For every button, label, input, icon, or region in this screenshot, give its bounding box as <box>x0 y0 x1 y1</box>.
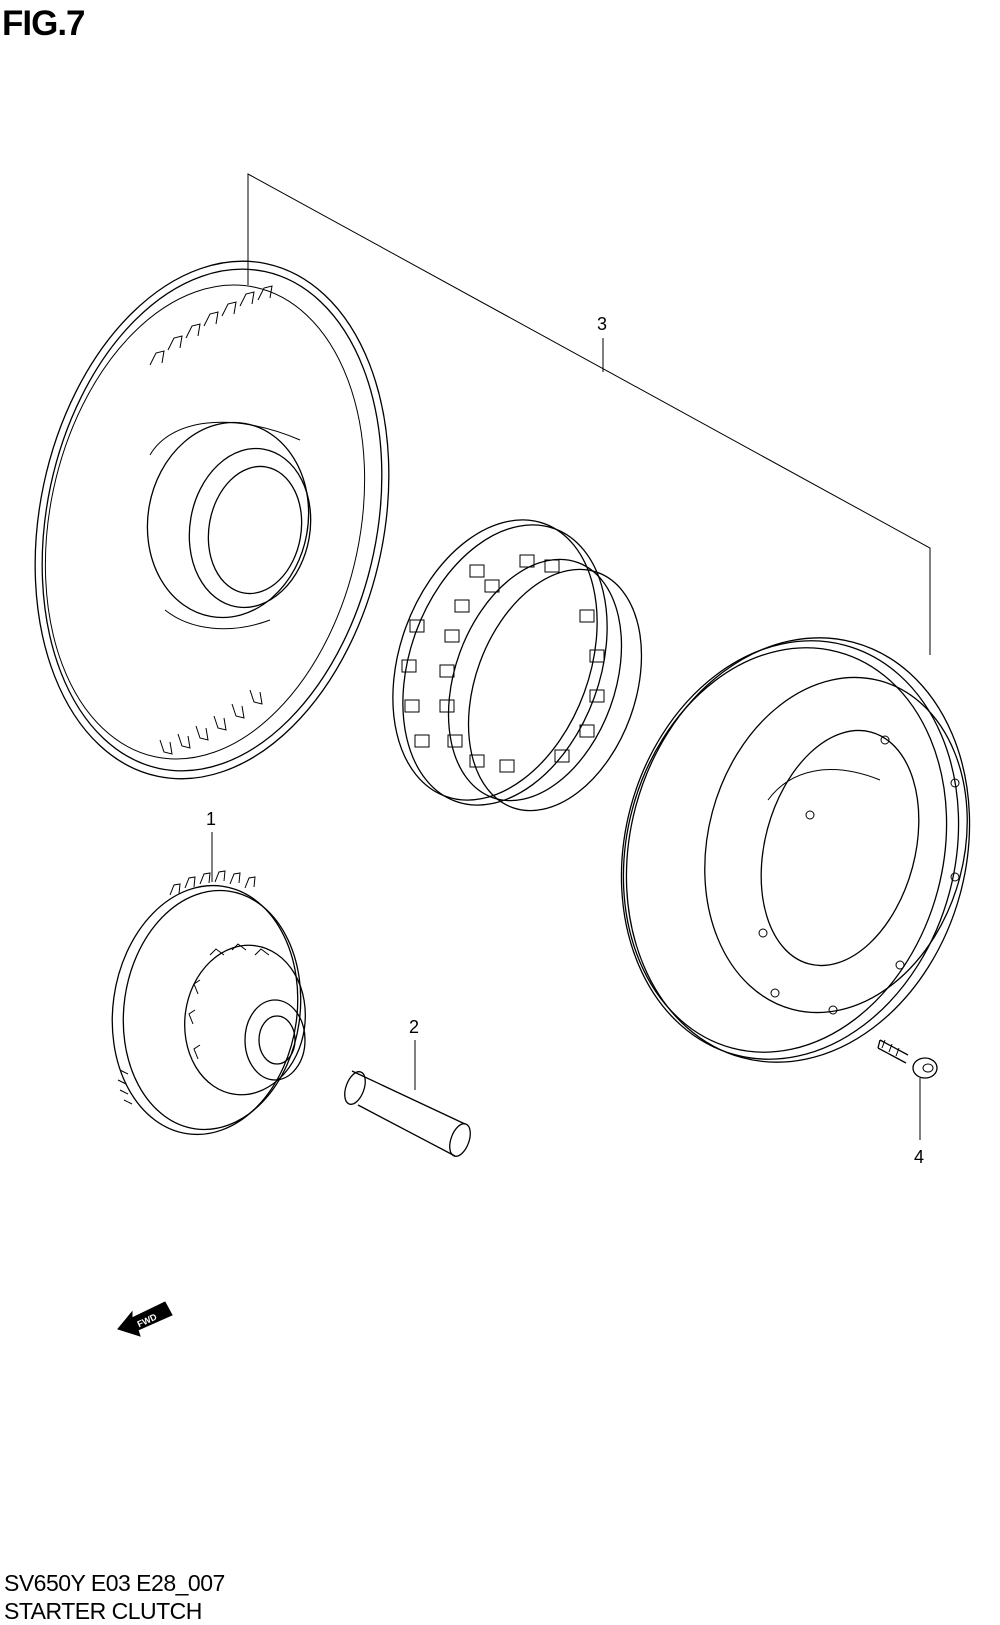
one-way-clutch-drawing <box>392 519 643 812</box>
figure-title: FIG.7 <box>2 4 86 43</box>
callout-4: 4 <box>914 1147 924 1167</box>
starter-driven-gear-drawing <box>34 260 390 780</box>
idle-gear-drawing <box>111 870 306 1136</box>
leader-lines <box>211 832 921 1140</box>
fwd-arrow-icon: FWD <box>117 1301 173 1337</box>
callout-2: 2 <box>409 1017 419 1037</box>
clutch-housing-drawing <box>620 637 971 1063</box>
figure-name: STARTER CLUTCH <box>4 1598 202 1624</box>
callout-1: 1 <box>206 809 216 829</box>
bolt-drawing <box>877 1039 938 1079</box>
callout-3: 3 <box>597 314 607 334</box>
idle-gear-shaft-drawing <box>344 1070 471 1157</box>
assembly-bracket-3 <box>247 173 931 655</box>
figure-code: SV650Y E03 E28_007 <box>4 1570 225 1596</box>
